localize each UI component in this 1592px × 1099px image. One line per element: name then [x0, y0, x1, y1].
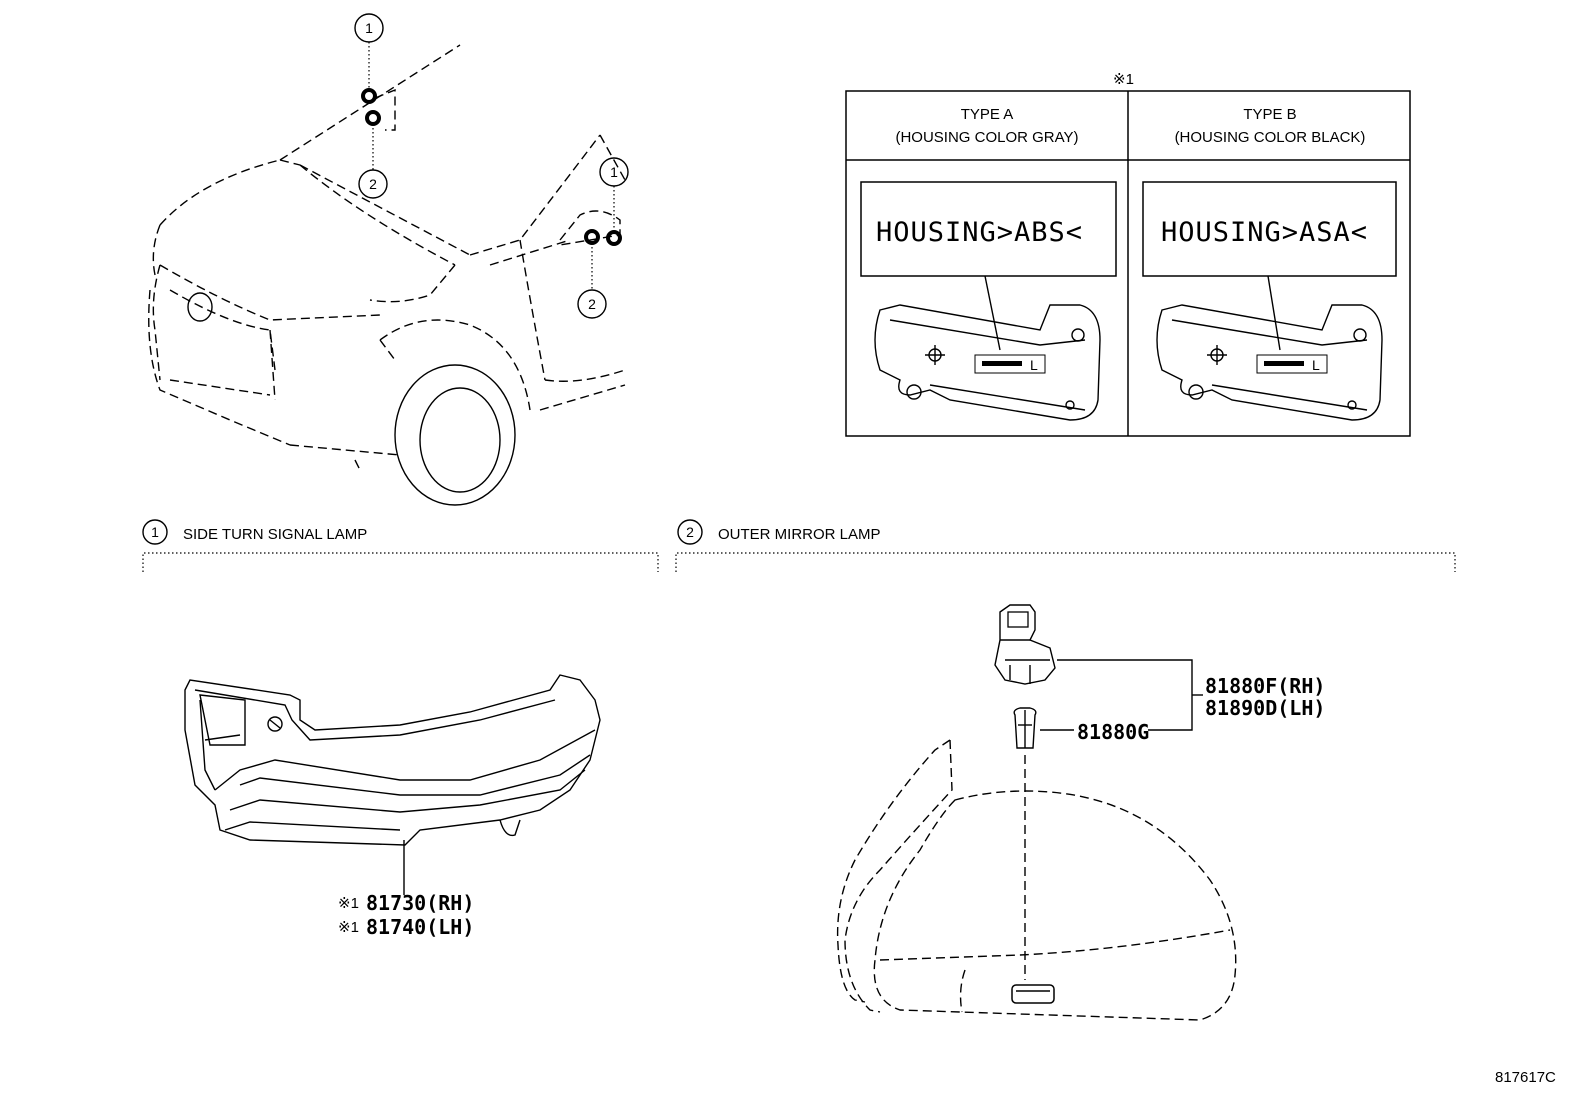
- callout-1-side-label: 1: [610, 164, 618, 180]
- callout-1-top-label: 1: [365, 20, 373, 36]
- callout-circle: [358, 169, 388, 199]
- mirror-icon: [836, 739, 1237, 1021]
- diagram-id: 817617C: [1495, 1069, 1556, 1086]
- part-81730-mark: ※1: [338, 895, 359, 912]
- table-note-mark: ※1: [1113, 71, 1134, 88]
- section-2-number: 2: [686, 524, 694, 540]
- type-a-marking: HOUSING>ABS<: [876, 217, 1083, 248]
- callout-circle: [677, 519, 703, 545]
- type-a-subtitle: (HOUSING COLOR GRAY): [895, 129, 1078, 146]
- callout-2-top-label: 2: [369, 176, 377, 192]
- callout-pointers: 1 2 1 2: [354, 13, 629, 319]
- type-a-tag: L: [1030, 357, 1038, 373]
- type-b-housing-icon: L: [1156, 304, 1383, 421]
- turn-signal-lamp-icon: [184, 674, 601, 895]
- section-side-turn-header: 1 SIDE TURN SIGNAL LAMP: [142, 519, 659, 572]
- section-1-number: 1: [151, 524, 159, 540]
- part-81880F: 81880F(RH): [1205, 674, 1325, 698]
- type-a-housing-icon: L: [874, 304, 1101, 421]
- type-b-tag: L: [1312, 357, 1320, 373]
- callout-2-side-label: 2: [588, 296, 596, 312]
- section-outer-mirror-header: 2 OUTER MIRROR LAMP: [675, 519, 1456, 572]
- housing-type-table: ※1 TYPE A (HOUSING COLOR GRAY) TYPE B (H…: [845, 71, 1411, 437]
- type-b-title: TYPE B: [1243, 106, 1296, 123]
- part-81740: 81740(LH): [366, 915, 474, 939]
- part-81740-mark: ※1: [338, 919, 359, 936]
- type-b-marking: HOUSING>ASA<: [1161, 217, 1368, 248]
- callout-circle: [577, 289, 607, 319]
- socket-icon: [994, 604, 1056, 685]
- section-2-title: OUTER MIRROR LAMP: [718, 526, 881, 543]
- part-81880G: 81880G: [1077, 720, 1149, 744]
- section-1-title: SIDE TURN SIGNAL LAMP: [183, 526, 367, 543]
- callout-circle: [142, 519, 168, 545]
- type-a-title: TYPE A: [961, 106, 1014, 123]
- part-81890D: 81890D(LH): [1205, 696, 1325, 720]
- bulb-icon: [1013, 707, 1037, 749]
- car-front-icon: [148, 44, 626, 506]
- type-b-subtitle: (HOUSING COLOR BLACK): [1175, 129, 1366, 146]
- part-81730: 81730(RH): [366, 891, 474, 915]
